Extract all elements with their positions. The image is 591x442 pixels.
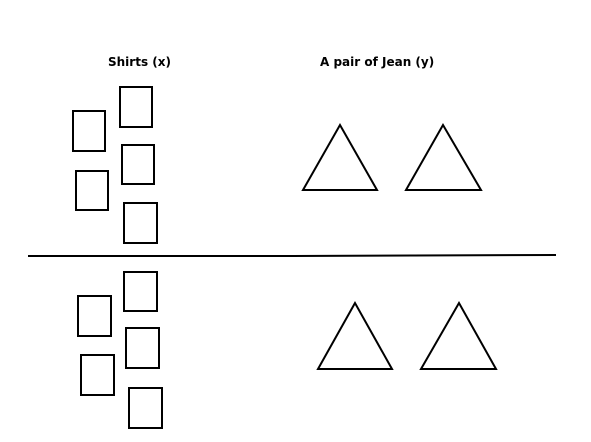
shirts-column-label: Shirts (x) — [108, 55, 171, 69]
bottom-shirts-group — [77, 271, 163, 429]
shirt-square — [121, 144, 155, 185]
shirt-square — [119, 86, 153, 128]
jean-triangle — [316, 300, 394, 370]
shirt-square — [75, 170, 109, 211]
jean-triangle — [419, 300, 498, 370]
divider-line — [28, 254, 557, 257]
shirt-square — [80, 354, 115, 396]
shirt-square — [128, 387, 163, 429]
shirt-square — [123, 202, 158, 244]
shirt-square — [72, 110, 106, 152]
jean-triangle — [301, 122, 379, 191]
shirt-square — [123, 271, 158, 312]
jeans-column-label: A pair of Jean (y) — [320, 55, 435, 69]
shirt-square — [125, 327, 160, 369]
jean-triangle — [404, 122, 483, 191]
bottom-jeans-group — [316, 300, 498, 370]
top-jeans-group — [301, 122, 483, 191]
top-shirts-group — [72, 86, 158, 244]
shirt-square — [77, 295, 112, 337]
